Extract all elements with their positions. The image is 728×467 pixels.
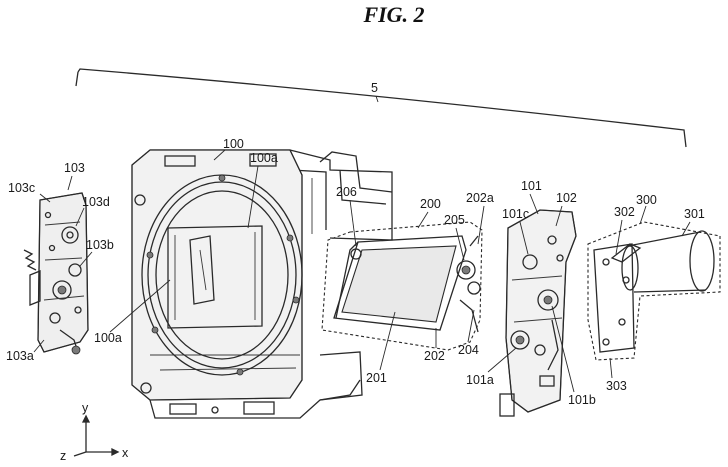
- label-motor-unit: 300: [636, 193, 657, 207]
- label-frame: 100: [223, 137, 244, 151]
- label-plate-right-b: 101b: [568, 393, 596, 407]
- mirror-unit: [321, 221, 483, 351]
- label-opening-left: 100a: [94, 331, 122, 345]
- label-plate-left-a: 103a: [6, 349, 34, 363]
- right-side-plate: [499, 209, 577, 417]
- label-motor: 301: [684, 207, 705, 221]
- label-plate-right-102: 102: [556, 191, 577, 205]
- axis-z-label: z: [60, 449, 66, 462]
- label-plate-left-c: 103c: [8, 181, 35, 195]
- label-mirror-spring: 204: [458, 343, 479, 357]
- label-plate-left-d: 103d: [82, 195, 110, 209]
- motor-unit: [587, 221, 721, 361]
- label-plate-right-c: 101c: [502, 207, 529, 221]
- label-plate-right-a: 101a: [466, 373, 494, 387]
- label-plate-left-b: 103b: [86, 238, 114, 252]
- axis-x-label: x: [122, 446, 129, 460]
- label-mirror-base: 201: [366, 371, 387, 385]
- label-motor-plate: 303: [606, 379, 627, 393]
- label-opening-top: 100a: [250, 151, 278, 165]
- label-mirror-unit: 200: [420, 197, 441, 211]
- axis-y-label: y: [82, 401, 89, 415]
- axis-indicator: [73, 414, 120, 457]
- left-side-plate: [23, 192, 89, 355]
- label-mirror-top: 206: [336, 185, 357, 199]
- figure-title: FIG. 2: [363, 2, 425, 27]
- label-assembly: 5: [371, 81, 378, 95]
- label-mirror-hinge-a: 202a: [466, 191, 494, 205]
- label-motor-bracket: 302: [614, 205, 635, 219]
- mirror-box-frame: [131, 149, 393, 419]
- label-plate-left: 103: [64, 161, 85, 175]
- label-mirror-holder: 202: [424, 349, 445, 363]
- label-plate-right: 101: [521, 179, 542, 193]
- assembly-brace: [75, 68, 687, 148]
- label-mirror-gear: 205: [444, 213, 465, 227]
